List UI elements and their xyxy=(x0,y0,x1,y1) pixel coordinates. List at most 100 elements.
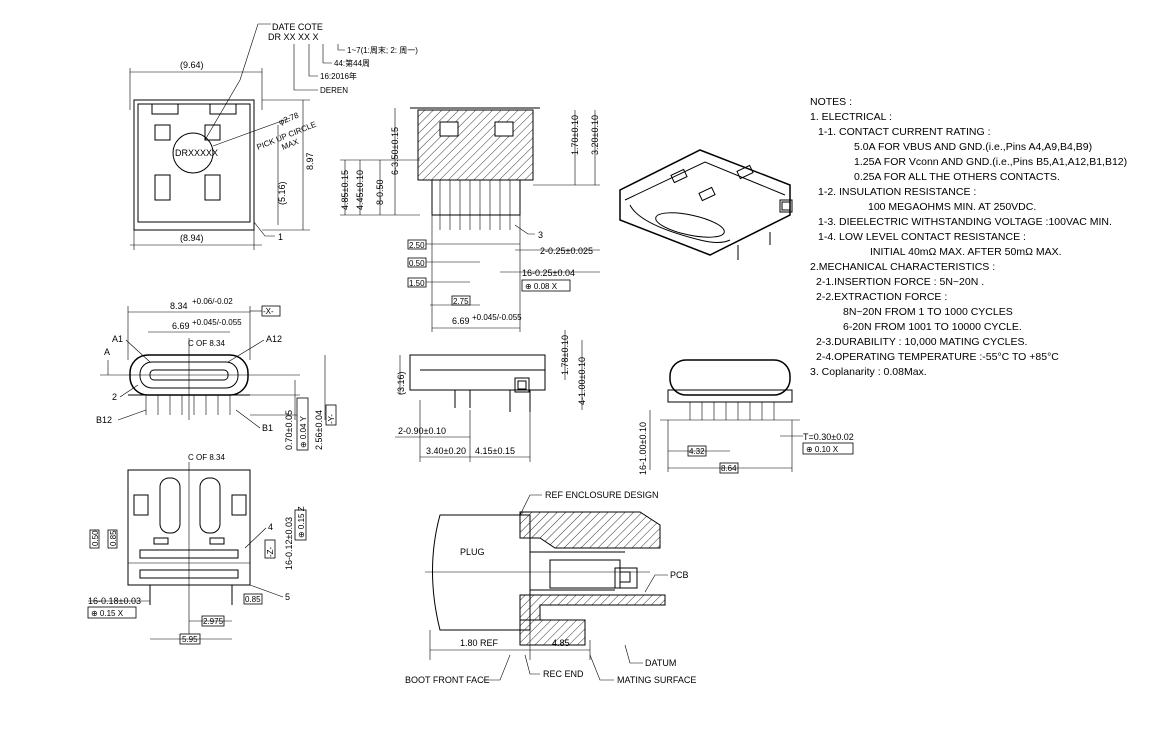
front-center-label: C OF 8.34 xyxy=(188,339,225,348)
mating-rec-end: REC END xyxy=(543,669,584,679)
sec-dim-bottom: 6.69 xyxy=(452,316,470,326)
bottom-view: C OF 8.34 0.50 0.85 4 -Z- 16-0.12±0.03 ⊕… xyxy=(87,453,307,645)
sec-dim-v5: 1.70±0.10 xyxy=(570,115,580,155)
top-pick-dia: φ2.78 xyxy=(277,111,300,127)
side-dim-415: 4.15±0.15 xyxy=(475,446,515,456)
notes-title: NOTES : xyxy=(810,96,852,108)
bottom-tol-pins-h: ⊕ 0.15 X xyxy=(91,609,124,618)
rear-pins xyxy=(689,402,775,420)
front-dim-inner-tol: +0.045/-0.055 xyxy=(192,318,242,327)
sec-box-150: 1.50 xyxy=(409,279,425,288)
mating-plug: PLUG xyxy=(460,547,485,557)
rear-dim-t: T=0.30±0.02 xyxy=(803,432,854,442)
front-label-b12: B12 xyxy=(96,415,112,425)
date-code-title: DATE COTE xyxy=(272,22,323,32)
bottom-callout-5: 5 xyxy=(285,592,290,602)
mating-pcb: PCB xyxy=(670,570,689,580)
bottom-center-label: C OF 8.34 xyxy=(188,453,225,462)
date-code-format: DR XX XX X xyxy=(268,32,319,42)
sec-box-250: 2.50 xyxy=(409,241,425,250)
date-code-legend-3: 16:2016年 xyxy=(320,71,357,81)
notes-line-11: 2.MECHANICAL CHARACTERISTICS : xyxy=(810,261,995,273)
mating-datum: DATUM xyxy=(645,658,676,668)
notes-line-10: INITIAL 40mΩ MAX. AFTER 50mΩ MAX. xyxy=(870,246,1062,258)
mating-dim-180: 1.80 REF xyxy=(460,638,499,648)
sec-dim-v1: 6-3.50±0.15 xyxy=(390,127,400,175)
top-callout-1: 1 xyxy=(278,232,283,242)
front-dim-top: 8.34 xyxy=(170,301,188,311)
front-label-b1: B1 xyxy=(262,423,273,433)
notes-line-6: 1-2. INSULATION RESISTANCE : xyxy=(818,186,976,198)
front-datum-y: -Y- xyxy=(327,414,336,424)
sec-dim-bottom-tol: +0.045/-0.055 xyxy=(472,313,522,322)
date-code-legend-2: 44:第44周 xyxy=(334,58,370,68)
notes-block: NOTES : 1. ELECTRICAL : 1-1. CONTACT CUR… xyxy=(810,96,1127,378)
bottom-box-2975: 2.975 xyxy=(203,617,224,626)
front-tol-h1: ⊕ 0.04 Y xyxy=(299,415,308,448)
mating-dim-485: 4.85 xyxy=(552,638,570,648)
bottom-callout-4: 4 xyxy=(268,522,273,532)
isometric-view xyxy=(619,149,793,260)
sec-callout-3: 3 xyxy=(538,230,543,240)
rear-box-864: 8.64 xyxy=(721,464,737,473)
front-dim-h2: 2.56±0.04 xyxy=(314,410,324,450)
side-dim-2-090: 2-0.90±0.10 xyxy=(398,426,446,436)
notes-line-1: 1. ELECTRICAL : xyxy=(810,111,892,123)
side-dim-316: (3.16) xyxy=(396,371,406,395)
notes-line-12: 2-1.INSERTION FORCE : 5N~20N . xyxy=(816,276,984,288)
notes-line-7: 100 MEGAOHMS MIN. AT 250VDC. xyxy=(868,201,1036,213)
notes-line-8: 1-3. DIEELECTRIC WITHSTANDING VOLTAGE :1… xyxy=(818,216,1112,228)
mating-view: REF ENCLOSURE DESIGN PLUG PCB 1.80 REF 4… xyxy=(405,490,696,685)
rear-view: 16-1.00±0.10 4.32 8.64 T=0.30±0.02 ⊕ 0.1… xyxy=(638,359,854,475)
notes-line-2: 1-1. CONTACT CURRENT RATING : xyxy=(818,126,991,138)
top-marking: DRXXXXX xyxy=(175,148,218,158)
notes-line-13: 2-2.EXTRACTION FORCE : xyxy=(816,291,947,303)
top-view: (9.64) DRXXXXX PICK UP CIRCLE MAX φ2.78 … xyxy=(129,60,318,250)
notes-line-4: 1.25A FOR Vconn AND GND.(i.e.,Pins B5,A1… xyxy=(854,156,1127,168)
section-pins xyxy=(439,180,511,230)
rear-tol-t: ⊕ 0.10 X xyxy=(806,445,839,454)
front-dim-inner: 6.69 xyxy=(172,321,190,331)
sec-dim-v6: 3.20±0.10 xyxy=(590,115,600,155)
front-callout-2: 2 xyxy=(112,392,117,402)
date-code-block: DATE COTE DR XX XX X 1~7(1:周末; 2: 周一) 44… xyxy=(204,22,418,141)
side-dim-4-100: 4-1.00±0.10 xyxy=(577,357,587,405)
mating-ref-enclosure: REF ENCLOSURE DESIGN xyxy=(545,490,659,500)
bottom-box-085: 0.85 xyxy=(109,530,118,546)
front-datum-x: -X- xyxy=(263,307,274,316)
sec-dim-pitch: 2-0.25±0.025 xyxy=(540,246,593,256)
bottom-datum-z: -Z- xyxy=(266,546,275,557)
side-dim-178: 1.78±0.10 xyxy=(560,335,570,375)
sec-dim-v4: 8-0.50 xyxy=(375,179,385,205)
sec-box-275: 2.75 xyxy=(453,297,469,306)
front-label-a12: A12 xyxy=(266,334,282,344)
sec-box-050: 0.50 xyxy=(409,259,425,268)
front-label-a1: A1 xyxy=(112,334,123,344)
rear-box-432: 4.32 xyxy=(689,447,705,456)
bottom-tol-pins-v: ⊕ 0.15 Z xyxy=(297,506,306,538)
bottom-dim-pins-v: 16-0.12±0.03 xyxy=(284,517,294,570)
notes-line-16: 2-3.DURABILITY : 10,000 MATING CYCLES. xyxy=(816,336,1027,348)
notes-line-15: 6-20N FROM 1001 TO 10000 CYCLE. xyxy=(843,321,1022,333)
front-view: 8.34 +0.06/-0.02 -X- 6.69 +0.045/-0.055 … xyxy=(96,297,337,451)
side-dim-340: 3.40±0.20 xyxy=(426,446,466,456)
date-code-legend-1: 1~7(1:周末; 2: 周一) xyxy=(347,45,418,55)
notes-line-5: 0.25A FOR ALL THE OTHERS CONTACTS. xyxy=(854,171,1060,183)
top-dim-height-inner: (5.16) xyxy=(277,181,287,205)
notes-line-18: 3. Coplanarity : 0.08Max. xyxy=(810,366,927,378)
side-view: (3.16) 1.78±0.10 4-1.00±0.10 2-0.90±0.10… xyxy=(395,330,587,462)
front-label-a: A xyxy=(104,347,110,357)
bottom-box-595: 5.95 xyxy=(182,635,198,644)
front-dim-top-tol: +0.06/-0.02 xyxy=(192,297,233,306)
mating-boot-front: BOOT FRONT FACE xyxy=(405,675,490,685)
sec-dim-v3: 4.45±0.10 xyxy=(355,170,365,210)
side-section-view: 6-3.50±0.15 4.85±0.15 4.45±0.10 8-0.50 1… xyxy=(340,107,600,332)
sec-tol-pins: ⊕ 0.08 X xyxy=(525,282,558,291)
bottom-box-085b: 0.85 xyxy=(245,595,261,604)
sec-dim-v2: 4.85±0.15 xyxy=(340,170,350,210)
rear-dim-16-100: 16-1.00±0.10 xyxy=(638,422,648,475)
date-code-legend-4: DEREN xyxy=(320,86,348,95)
top-dim-height: 8.97 xyxy=(305,152,315,170)
mating-surface: MATING SURFACE xyxy=(617,675,696,685)
